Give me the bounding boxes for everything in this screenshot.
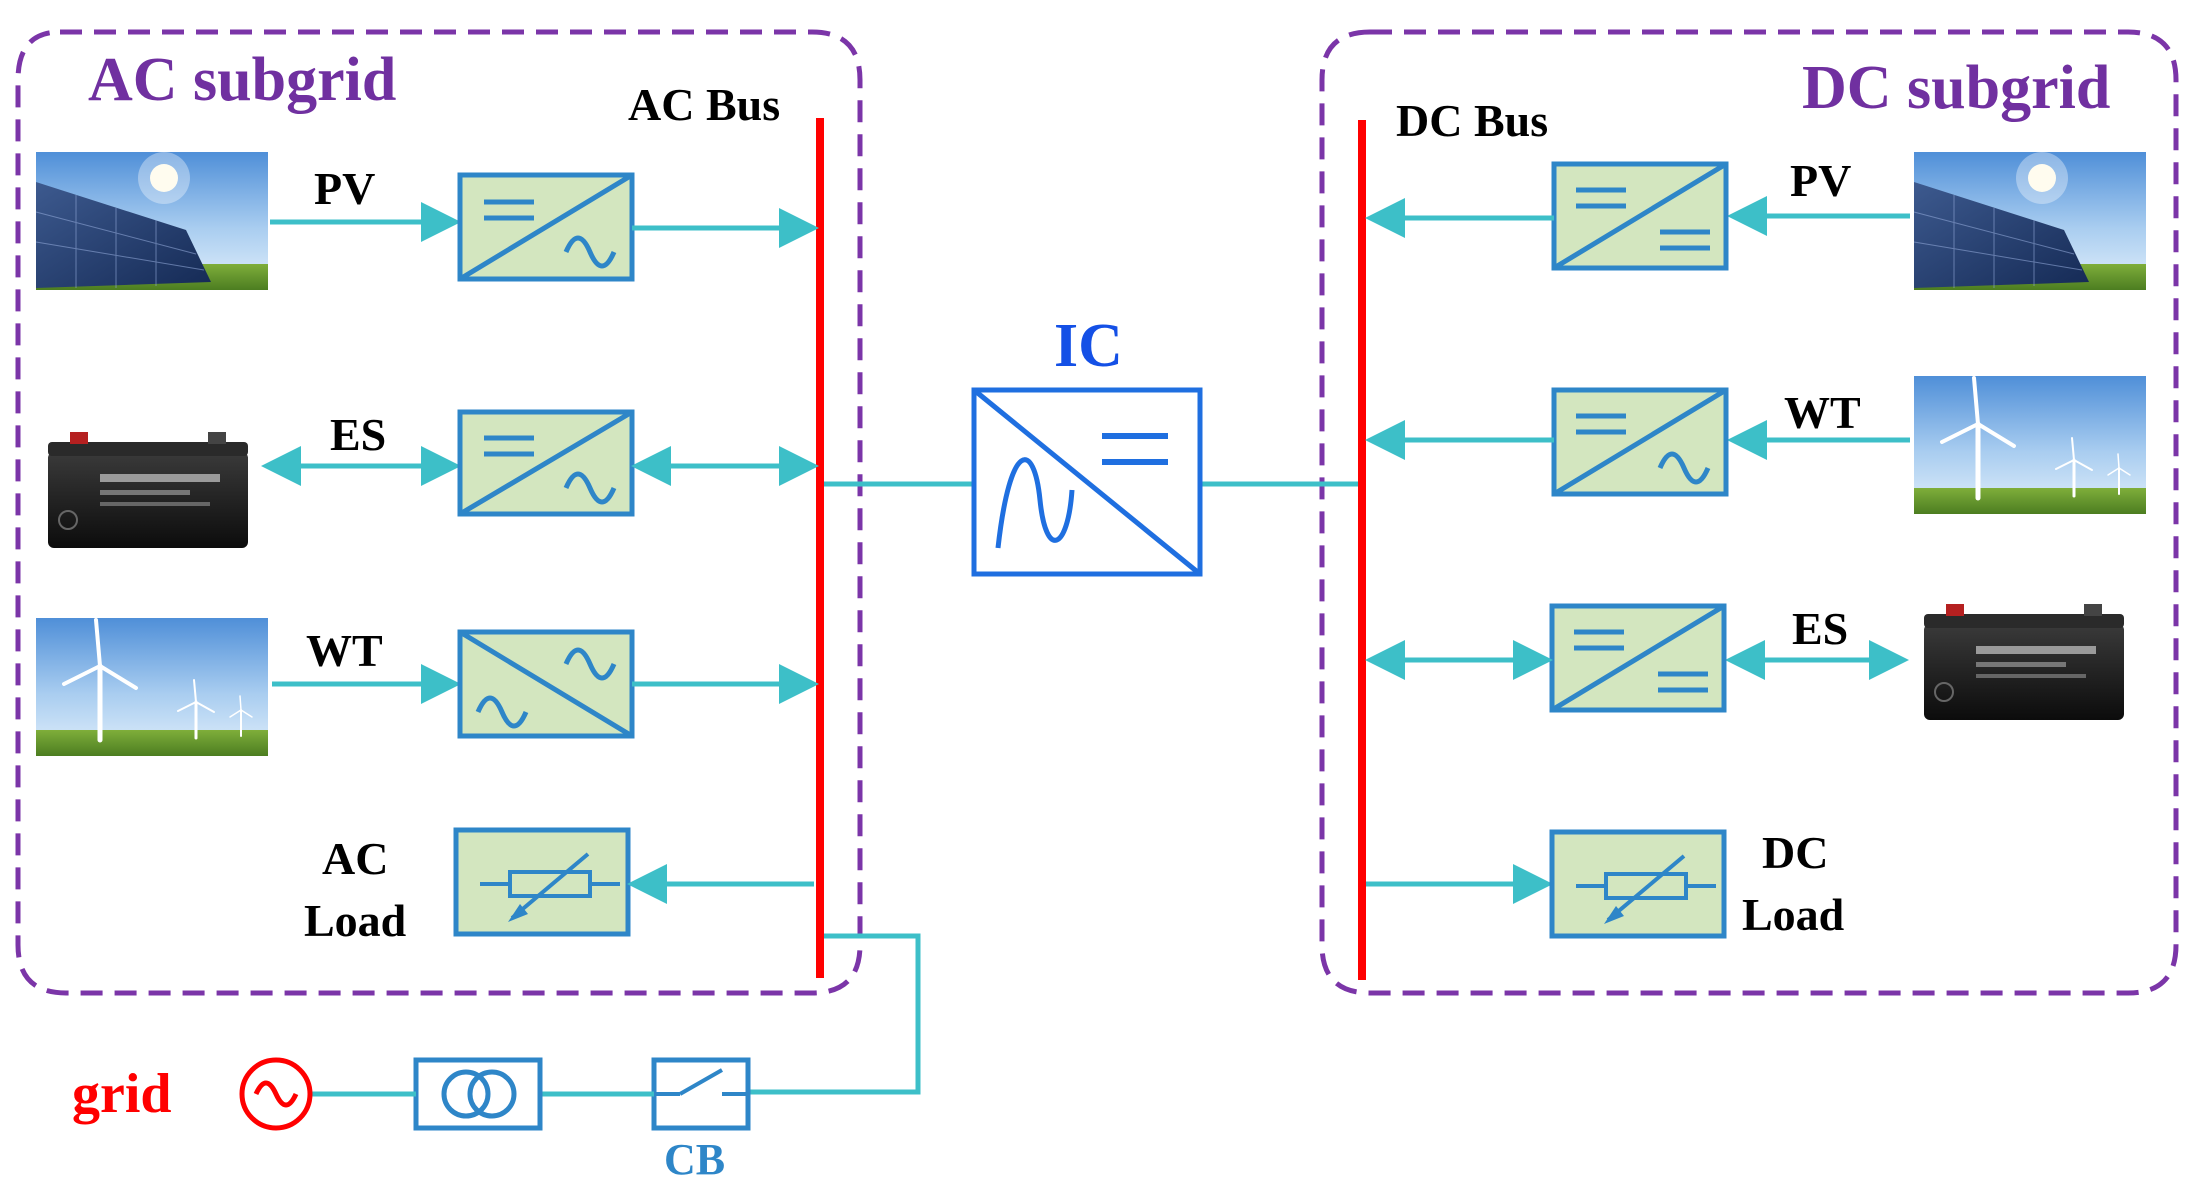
dc-wt-label: WT [1784, 387, 1861, 438]
dc-solar-panel-icon [1913, 151, 2147, 291]
interlinking-converter [971, 387, 1203, 577]
ac-pv-label: PV [314, 163, 375, 214]
dc-wt-rectifier [1551, 387, 1729, 497]
ac-subgrid-title: AC subgrid [88, 46, 396, 114]
dc-subgrid-title: DC subgrid [1802, 54, 2110, 122]
ac-solar-panel-icon [35, 151, 269, 291]
dc-load-label-line2: Load [1742, 889, 1845, 940]
dc-es-label: ES [1792, 603, 1848, 654]
dc-load-label-line1: DC [1762, 827, 1828, 878]
circuit-breaker-icon [651, 1057, 751, 1131]
cb-label: CB [664, 1135, 725, 1184]
ac-load [453, 827, 631, 937]
ac-es-inverter [457, 409, 635, 517]
dc-subgrid-frame [1319, 29, 2179, 996]
ac-pv-inverter [457, 172, 635, 282]
ac-battery-icon [47, 431, 249, 549]
dc-pv-label: PV [1790, 155, 1851, 206]
dc-bus-label: DC Bus [1396, 95, 1548, 146]
dc-battery-icon [1923, 603, 2125, 721]
ac-load-label-line2: Load [304, 895, 407, 946]
grid-label: grid [72, 1063, 172, 1125]
dc-wind-turbine-icon [1914, 376, 2146, 514]
ac-wt-label: WT [306, 625, 383, 676]
dc-es-converter [1549, 603, 1727, 713]
ac-wind-turbine-icon [36, 618, 268, 756]
grid-feeder-line [748, 933, 921, 1095]
dc-load [1549, 829, 1727, 939]
ac-load-label-line1: AC [322, 833, 388, 884]
ac-bus-label: AC Bus [628, 79, 780, 130]
ac-es-label: ES [330, 409, 386, 460]
ac-wt-converter [457, 629, 635, 739]
transformer-icon [413, 1057, 543, 1131]
ic-label: IC [1054, 312, 1123, 380]
ac-source-icon [239, 1057, 313, 1131]
ac-subgrid-frame [15, 29, 863, 996]
dc-pv-converter [1551, 161, 1729, 271]
